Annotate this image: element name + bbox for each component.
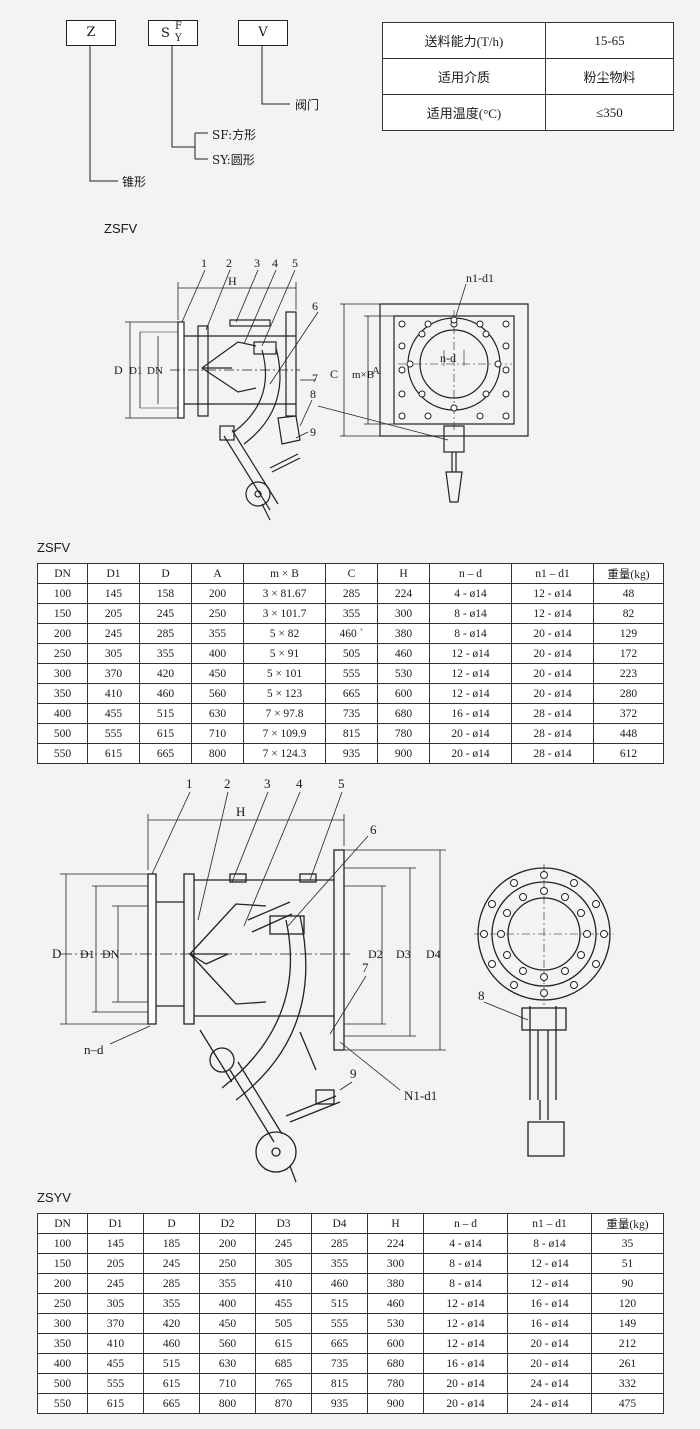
d1-dim-c: C bbox=[330, 367, 338, 381]
code-box-v: V bbox=[238, 20, 288, 46]
spec-row: 适用介质粉尘物料 bbox=[382, 58, 674, 95]
d1-callout-8: 8 bbox=[310, 387, 316, 401]
drawing-zsyv: 1 2 3 4 5 6 7 8 9 H D D1 DN D2 D3 D4 n–d… bbox=[52, 776, 614, 1183]
d2-dim-d3: D3 bbox=[396, 947, 411, 961]
d1-dim-d: D bbox=[114, 363, 123, 377]
d2-callout-7: 7 bbox=[362, 960, 369, 975]
d2-dim-d2: D2 bbox=[368, 947, 383, 961]
spec-row: 送料能力(T/h)15-65 bbox=[382, 22, 674, 59]
d2-callout-3: 3 bbox=[264, 776, 271, 791]
bolt-holes bbox=[480, 871, 608, 997]
d2-callout-9: 9 bbox=[350, 1066, 357, 1081]
d1-callout-4: 4 bbox=[272, 256, 278, 270]
code-legend-lines bbox=[89, 45, 290, 182]
d2-callout-4: 4 bbox=[296, 776, 303, 791]
d1-callout-2: 2 bbox=[226, 256, 232, 270]
d1-callout-9: 9 bbox=[310, 425, 316, 439]
d2-dim-dn: DN bbox=[102, 947, 120, 961]
legend-round: SY:圆形 bbox=[212, 153, 255, 167]
d1-dim-a: A bbox=[372, 365, 380, 377]
code-box-z: Z bbox=[66, 20, 116, 46]
legend-cone: 锥形 bbox=[122, 175, 147, 189]
table1-title: ZSFV bbox=[37, 540, 71, 555]
d1-dim-n1d1: n1-d1 bbox=[466, 271, 494, 285]
table2-title: ZSYV bbox=[37, 1190, 71, 1205]
d2-dim-d1: D1 bbox=[80, 947, 95, 961]
d1-dim-d1: D1 bbox=[129, 365, 142, 377]
legend-valve: 阀门 bbox=[295, 98, 320, 112]
spec-table: 送料能力(T/h)15-65 适用介质粉尘物料 适用温度(°C)≤350 bbox=[382, 22, 674, 131]
d1-callout-3: 3 bbox=[254, 256, 260, 270]
d1-callout-1: 1 bbox=[201, 256, 207, 270]
drawing-zsfv: 1 2 3 4 5 6 7 8 9 H D D1 DN C m×B A n1-d… bbox=[114, 256, 529, 521]
d1-dim-mxb: m×B bbox=[352, 369, 374, 381]
d2-callout-8: 8 bbox=[478, 988, 485, 1003]
bolt-holes bbox=[398, 316, 510, 420]
code-box-s: S F Y bbox=[148, 20, 198, 46]
d2-dim-n1d1: N1-d1 bbox=[404, 1088, 437, 1103]
spec-row: 适用温度(°C)≤350 bbox=[382, 94, 674, 131]
d2-callout-5: 5 bbox=[338, 776, 345, 791]
d1-dim-nd: n-d bbox=[440, 351, 456, 365]
d1-dim-dn: DN bbox=[147, 365, 163, 377]
d2-callout-1: 1 bbox=[186, 776, 193, 791]
d2-dim-d4: D4 bbox=[426, 947, 441, 961]
d2-callout-2: 2 bbox=[224, 776, 231, 791]
legend-square: SF:方形 bbox=[212, 128, 257, 142]
d2-callout-6: 6 bbox=[370, 822, 377, 837]
d1-dim-h: H bbox=[228, 274, 237, 288]
drawing1-title: ZSFV bbox=[104, 221, 138, 236]
d1-callout-5: 5 bbox=[292, 256, 298, 270]
d1-callout-6: 6 bbox=[312, 299, 318, 313]
d2-dim-h: H bbox=[236, 804, 245, 819]
d1-callout-7: 7 bbox=[312, 371, 318, 385]
d2-dim-d: D bbox=[52, 946, 61, 961]
d2-dim-nd: n–d bbox=[84, 1042, 104, 1057]
